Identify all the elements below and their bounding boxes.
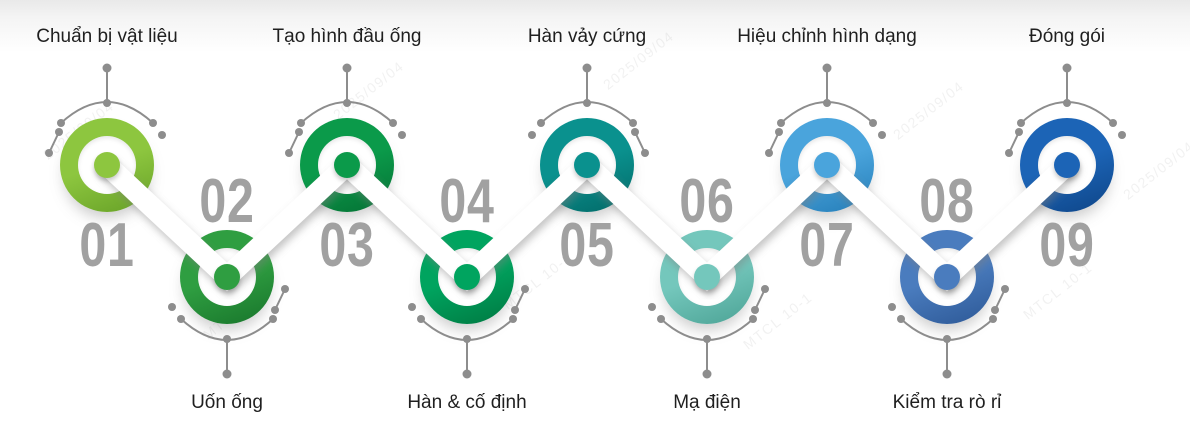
step-label: Đóng gói [1028,26,1106,47]
step-label: Chuẩn bị vật liệu [36,26,178,47]
step-label: Hàn & cố định [407,392,527,413]
step-number: 06 [679,167,735,236]
step-center-dot-icon [334,152,360,178]
step-number: 09 [1039,211,1095,280]
step-9: Đóng gói 09 [987,0,1147,436]
step-label: Uốn ống [191,392,263,413]
step-center-dot-icon [814,152,840,178]
step-number: 08 [919,167,975,236]
step-center-dot-icon [574,152,600,178]
step-number: 01 [79,211,135,280]
step-label: Tạo hình đầu ống [272,26,422,47]
step-label: Kiểm tra rò rỉ [892,392,1002,413]
step-number: 02 [199,167,255,236]
step-center-dot-icon [1054,152,1080,178]
step-center-dot-icon [454,264,480,290]
step-center-dot-icon [694,264,720,290]
step-label: Hàn vảy cứng [527,26,647,47]
step-center-dot-icon [934,264,960,290]
step-center-dot-icon [94,152,120,178]
step-center-dot-icon [214,264,240,290]
step-label: Mạ điện [673,392,741,413]
step-number: 04 [439,167,495,236]
step-number: 05 [559,211,615,280]
step-number: 07 [799,211,855,280]
step-number: 03 [319,211,375,280]
step-label: Hiệu chỉnh hình dạng [737,26,917,47]
